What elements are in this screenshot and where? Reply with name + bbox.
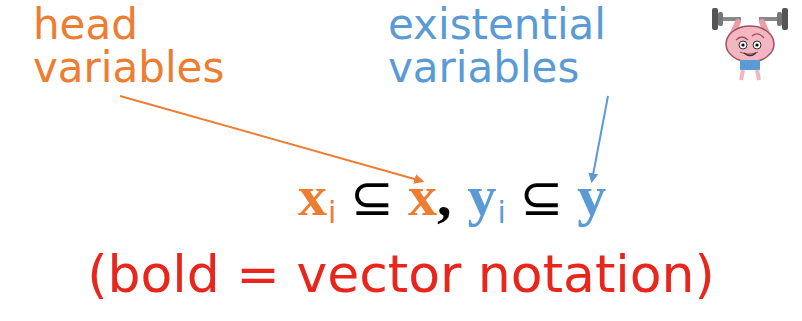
formula: xi⊆x,yi⊆y (298, 162, 606, 230)
subscript: i (328, 195, 336, 230)
vector-symbol: y (577, 163, 606, 228)
vector-symbol: y (467, 163, 496, 228)
subscript: i (497, 195, 505, 230)
subset-symbol: ⊆ (350, 167, 394, 227)
callout-heading: existential variables (388, 4, 606, 90)
subset-symbol: ⊆ (520, 167, 564, 227)
vector-symbol: x (298, 163, 327, 228)
comma: , (437, 163, 452, 228)
callout-heading: head variables (33, 4, 224, 90)
brain-icon (712, 8, 788, 80)
vector-symbol: x (408, 163, 437, 228)
handwritten-note: (bold = vector notation) (87, 244, 715, 304)
